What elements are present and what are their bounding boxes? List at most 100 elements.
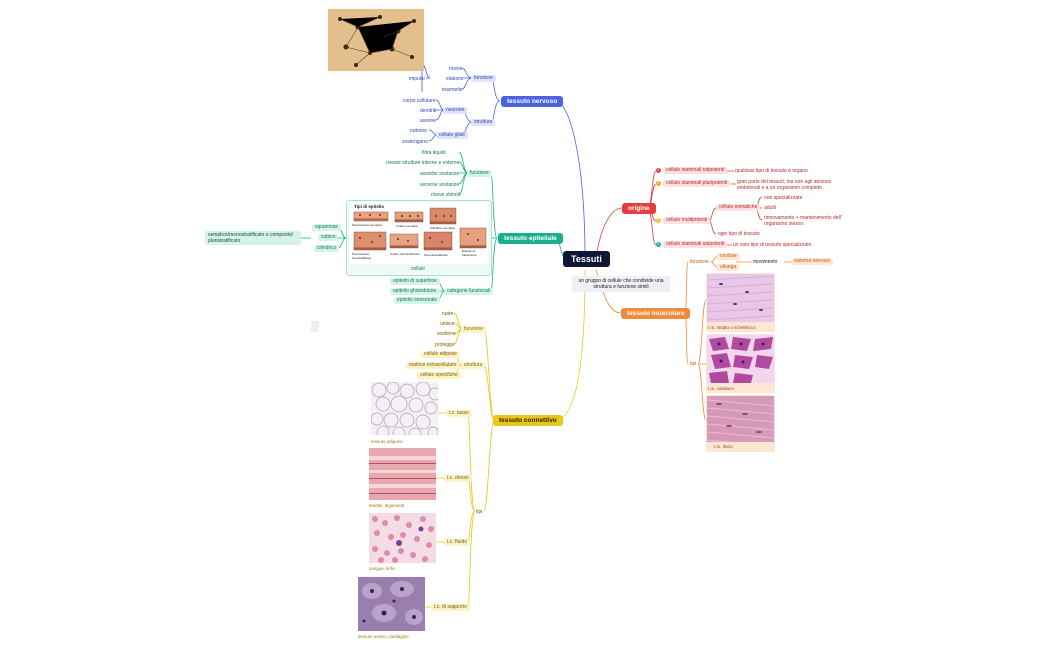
- origine-item[interactable]: cellule staminali totipotenti: [663, 167, 728, 174]
- connettivo-tipo[interactable]: t.c. denso: [444, 475, 472, 482]
- blood-image: [369, 513, 436, 563]
- root-definition: un gruppo di cellule che condivide una s…: [572, 276, 670, 292]
- connettivo-tipo[interactable]: t.c. lasso: [446, 410, 472, 417]
- connettivo-funzione-item[interactable]: sostiene: [437, 331, 456, 337]
- origine-badge: 3: [656, 218, 661, 223]
- epitelio-label: Pseudostratificato: [424, 253, 448, 257]
- epitelio-label: Cubico semplice: [396, 224, 419, 228]
- epiteliale-node[interactable]: tessuto epiteliale: [498, 233, 563, 244]
- liscio-caption: t.m. liscio: [714, 444, 733, 449]
- epiteliale-funzione-item[interactable]: filtra liquidi: [422, 150, 446, 156]
- connettivo-struttura-item[interactable]: matrice extracellulare: [406, 362, 460, 369]
- origine-desc[interactable]: un solo tipo di tessuto specializzato: [733, 242, 812, 248]
- muscolare-funzione-item[interactable]: contrae: [717, 253, 740, 260]
- nervoso-funzione-item[interactable]: trasmette: [442, 87, 463, 93]
- cellule-item[interactable]: cubico: [318, 234, 339, 241]
- epiteliale-funzione[interactable]: funzione: [467, 170, 492, 177]
- root-node[interactable]: Tessuti: [563, 251, 610, 267]
- epiteliale-funzione-item[interactable]: riveste strutture interne e esterne: [386, 160, 460, 166]
- epitelio-label: Pavimentoso pluristratificato: [352, 252, 372, 260]
- cellule-item[interactable]: cilindrico: [314, 245, 340, 252]
- muscolare-tipi[interactable]: tipi: [690, 361, 697, 367]
- bone-image: [358, 577, 425, 631]
- connettivo-tipo[interactable]: t.c. fluido: [444, 539, 471, 546]
- gliali-item[interactable]: nutrono: [410, 128, 427, 134]
- origine-badge: 2: [656, 181, 661, 186]
- epiteliale-funzione-item[interactable]: secerne sostanze: [420, 182, 460, 188]
- categorie-item[interactable]: epitelio ghiandolare: [390, 288, 440, 295]
- bone-caption: tessuto osseo, cartilagine: [358, 634, 409, 639]
- cardiaco-caption: t.m. cardiaco: [708, 386, 734, 391]
- muscle-card-striato[interactable]: t.m. striato o scheletrico: [706, 273, 775, 332]
- nervoso-cellule-gliali[interactable]: cellule gliali: [436, 132, 468, 139]
- origine-desc[interactable]: qualsiasi tipo di tessuto o organo: [735, 168, 808, 174]
- smooth-image: [707, 396, 774, 442]
- somatiche-item[interactable]: adulti: [764, 205, 776, 211]
- striated-image: [707, 274, 774, 322]
- epitelio-diagram-title: Tipi di epitelio: [354, 204, 385, 209]
- epitelio-label: Cilindrico semplice: [430, 226, 456, 230]
- epitelio-diagram-box[interactable]: Tipi di epitelio Pavimentoso semplice Cu…: [346, 200, 492, 276]
- dense-image: [369, 448, 436, 500]
- connettivo-funzione[interactable]: funzione: [461, 326, 486, 333]
- muscle-card-liscio[interactable]: t.m. liscio: [706, 395, 775, 452]
- muscolare-node[interactable]: tessuto muscolare: [621, 308, 691, 319]
- epiteliale-strati[interactable]: semplice/monostratificato o composto/ pl…: [205, 231, 301, 245]
- epitelio-diagram: Tipi di epitelio Pavimentoso semplice Cu…: [350, 202, 488, 264]
- muscle-card-cardiaco[interactable]: t.m. cardiaco: [706, 334, 775, 393]
- neurone-item[interactable]: dendriti: [420, 108, 437, 114]
- adipose-image: [371, 382, 438, 435]
- categorie-item[interactable]: epitelio sensoriale: [394, 297, 441, 304]
- nervoso-struttura[interactable]: struttura: [471, 119, 496, 126]
- nervoso-neurone[interactable]: neurone: [443, 107, 468, 114]
- origine-badge: 1: [656, 168, 661, 173]
- connettivo-tipo[interactable]: t.c. di supporto: [431, 604, 470, 611]
- origine-node[interactable]: origine: [622, 203, 656, 214]
- muscolare-sistema[interactable]: sistema nervoso: [791, 258, 834, 265]
- epitelio-label: Epitelio di transizione: [462, 249, 477, 257]
- muscolare-funzione-item[interactable]: allunga: [717, 264, 740, 271]
- origine-ogni-tipo[interactable]: ogni tipo di tessuto: [718, 231, 760, 237]
- somatiche-item[interactable]: non specializzate: [764, 195, 803, 201]
- nervoso-funzione[interactable]: funzione: [471, 75, 496, 82]
- neurone-item[interactable]: corpo cellulare: [403, 98, 436, 104]
- somatiche-item[interactable]: rinnovamento + mantenimento dell' organi…: [764, 215, 842, 227]
- connettivo-funzione-item[interactable]: protegge: [435, 342, 455, 348]
- cellule-item[interactable]: squamose: [312, 224, 342, 231]
- origine-item[interactable]: cellule multipotenti: [663, 217, 711, 224]
- connettivo-struttura[interactable]: struttura: [461, 362, 486, 369]
- striato-caption: t.m. striato o scheletrico: [708, 325, 756, 330]
- muscolare-funzione[interactable]: funzione: [690, 259, 709, 265]
- origine-badge: 4: [656, 242, 661, 247]
- origine-item[interactable]: cellule staminali unipotenti: [663, 241, 728, 248]
- categorie-item[interactable]: epitelio di superficie: [390, 278, 440, 285]
- epiteliale-cellule[interactable]: cellule: [411, 266, 426, 272]
- blood-caption: sangue, linfa: [369, 566, 395, 571]
- origine-item[interactable]: cellule staminali pluripotenti: [663, 180, 731, 187]
- connettivo-tipi[interactable]: tipi: [476, 509, 483, 515]
- epiteliale-categorie[interactable]: categorie funzionali: [444, 288, 494, 295]
- dense-caption: tendini, legamenti: [369, 503, 405, 508]
- connettivo-node[interactable]: tessuto connettivo: [493, 415, 563, 426]
- neuron-image: [328, 9, 424, 71]
- muscolare-movimento[interactable]: movimento: [753, 259, 778, 265]
- connettivo-struttura-item[interactable]: cellule adipose: [421, 351, 461, 358]
- epitelio-label: Pavimentoso semplice: [352, 223, 383, 227]
- origine-somatiche[interactable]: cellule somatiche: [716, 204, 761, 211]
- epiteliale-funzione-item[interactable]: riceve stimoli: [431, 192, 460, 198]
- neurone-item[interactable]: assone: [420, 118, 437, 124]
- origine-desc[interactable]: gran parte dei tessuti, ma non agli anne…: [737, 179, 831, 191]
- gliali-item[interactable]: sostengono: [402, 139, 428, 145]
- nervoso-funzione-item[interactable]: riceve: [449, 66, 463, 72]
- nervoso-funzione-item[interactable]: elabora: [446, 76, 463, 82]
- adipose-caption: tessuto adiposo: [371, 439, 403, 444]
- collapsed-marker[interactable]: [311, 321, 319, 332]
- nervoso-node[interactable]: tessuto nervoso: [501, 96, 564, 107]
- connettivo-funzione-item[interactable]: nutre: [442, 311, 454, 317]
- epiteliale-funzione-item[interactable]: assorbe sostanze: [420, 171, 460, 177]
- nervoso-impulsi[interactable]: impulsi: [409, 76, 425, 82]
- connettivo-funzione-item[interactable]: unisce: [440, 321, 455, 327]
- connettivo-struttura-item[interactable]: cellule specifiche: [417, 372, 461, 379]
- epitelio-label: Cubico pluristratificato: [390, 252, 420, 256]
